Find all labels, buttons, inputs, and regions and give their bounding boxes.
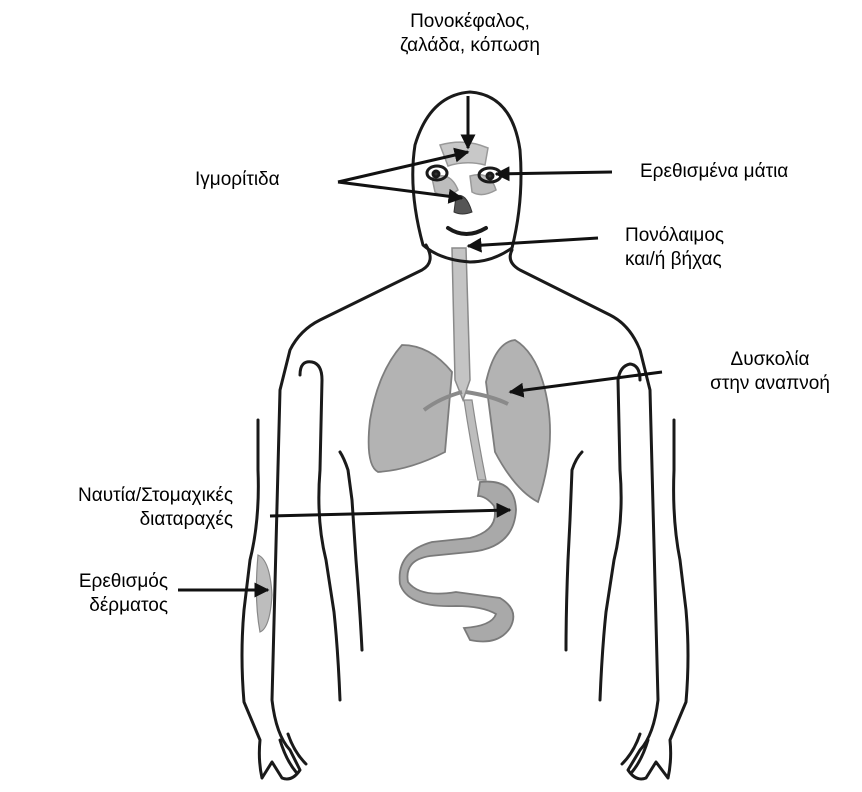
label-breathing-line2: στην αναπνοή	[680, 372, 860, 396]
arrow-irritated-eyes	[496, 172, 612, 174]
label-headache-line2: ζαλάδα, κόπωση	[360, 34, 580, 58]
label-sinusitis-line1: Ιγμορίτιδα	[195, 168, 280, 192]
label-irritated-eyes-line1: Ερεθισμένα μάτια	[640, 160, 788, 184]
label-sore-throat-line2: και/ή βήχας	[625, 248, 724, 272]
organs	[256, 142, 550, 641]
label-nausea-line1: Ναυτία/Στομαχικές	[0, 484, 233, 508]
arrow-sore-throat	[468, 238, 598, 246]
left-forearm-inner	[340, 452, 362, 650]
right-arm-inner	[600, 364, 640, 700]
label-skin-line1: Ερεθισμός	[0, 570, 168, 594]
arrow-nausea	[270, 510, 510, 516]
label-breathing-line1: Δυσκολία	[680, 348, 860, 372]
left-arm-inner	[300, 362, 340, 700]
label-sore-throat: Πονόλαιμος και/ή βήχας	[625, 224, 724, 272]
right-forearm-inner	[566, 452, 582, 650]
label-headache-line1: Πονοκέφαλος,	[360, 10, 580, 34]
body-outline	[242, 92, 688, 779]
label-sinusitis: Ιγμορίτιδα	[195, 168, 280, 192]
label-nausea-line2: διαταραχές	[0, 508, 233, 532]
trachea	[452, 248, 470, 400]
right-hand	[622, 734, 648, 772]
skin-patch	[256, 555, 272, 632]
label-skin: Ερεθισμός δέρματος	[0, 570, 168, 618]
label-skin-line2: δέρματος	[0, 594, 168, 618]
mouth	[448, 228, 486, 234]
stomach	[400, 482, 516, 642]
label-breathing: Δυσκολία στην αναπνοή	[680, 348, 860, 396]
label-headache: Πονοκέφαλος, ζαλάδα, κόπωση	[360, 10, 580, 58]
label-irritated-eyes: Ερεθισμένα μάτια	[640, 160, 788, 184]
left-lung	[369, 345, 452, 472]
right-lung	[486, 340, 550, 502]
label-nausea: Ναυτία/Στομαχικές διαταραχές	[0, 484, 233, 532]
label-sore-throat-line1: Πονόλαιμος	[625, 224, 724, 248]
